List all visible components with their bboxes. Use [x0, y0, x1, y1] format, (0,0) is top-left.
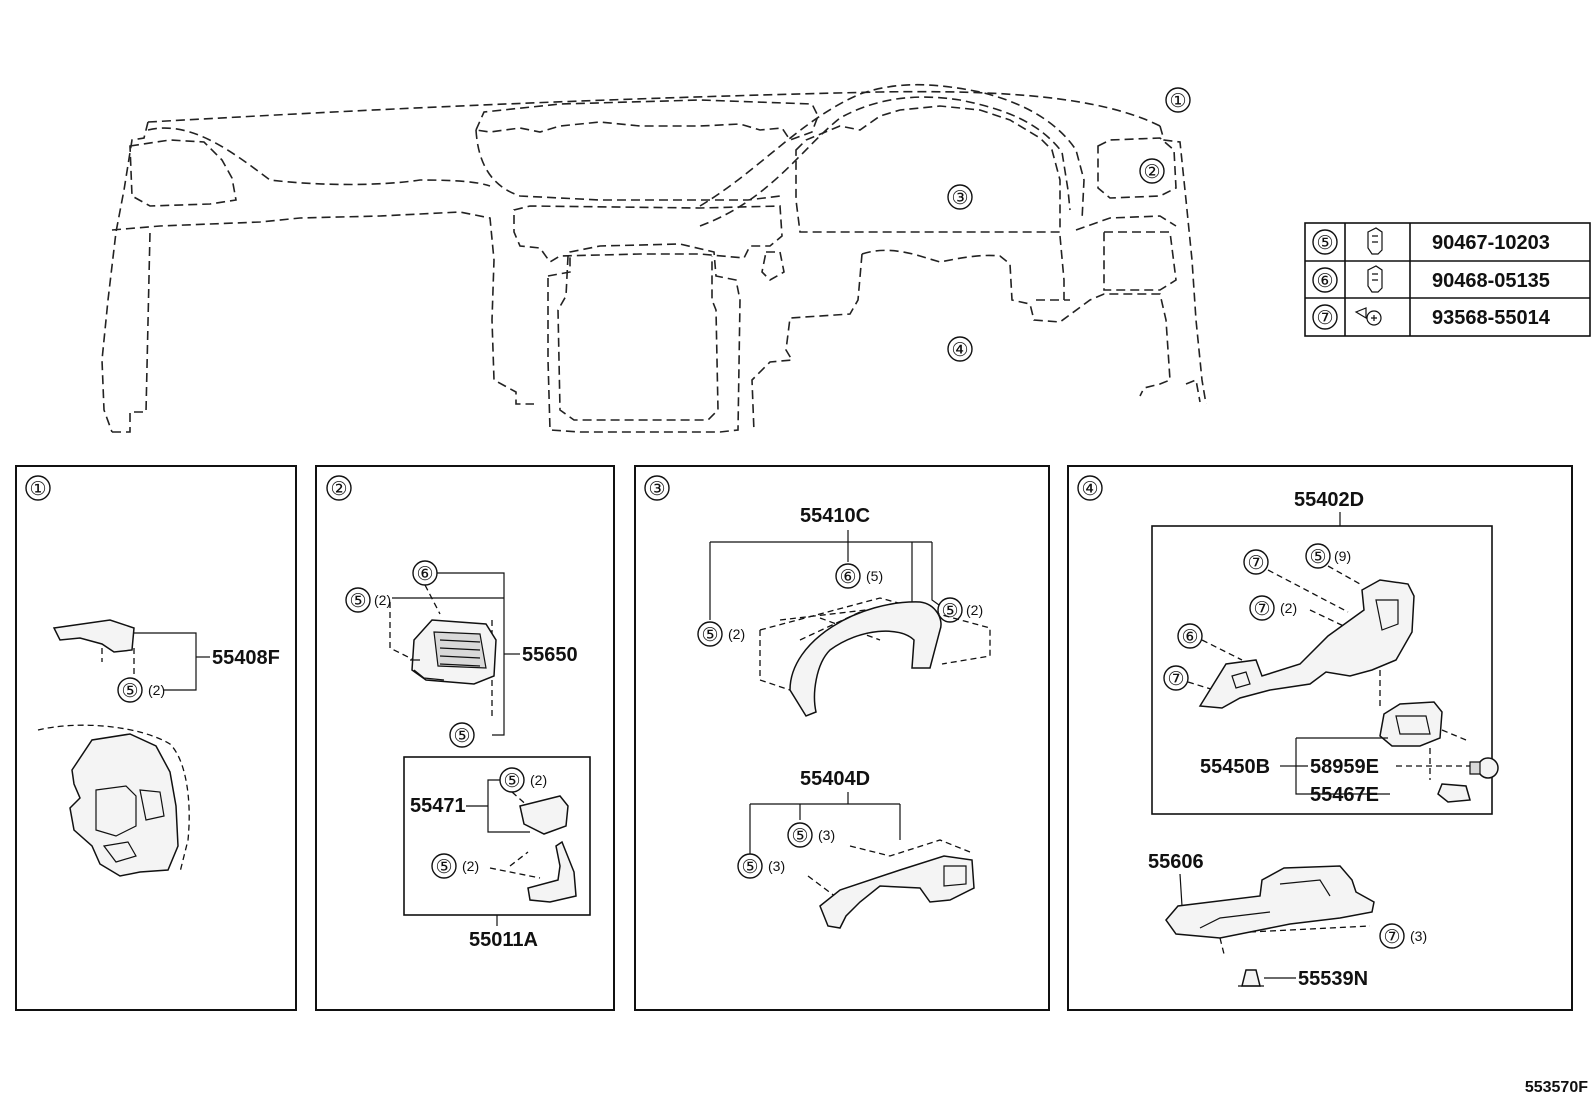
steering-column-lower-cover-part [807, 839, 975, 929]
panel-2: ② ⑥ 55650 ⑤ (2) ⑤ 55471 ⑤ (2) ⑤ [315, 465, 615, 1011]
dashboard-overview [101, 83, 1207, 433]
svg-text:⑤: ⑤ [1316, 233, 1333, 254]
svg-text:②: ② [330, 479, 347, 500]
svg-text:⑥: ⑥ [1181, 627, 1198, 648]
svg-text:⑤: ⑤ [453, 726, 470, 747]
push-clip-part [1238, 969, 1264, 987]
steering-column-upper-cover-part [759, 597, 991, 717]
svg-text:(9): (9) [1334, 548, 1351, 564]
knob-part [1469, 757, 1499, 779]
svg-text:①: ① [29, 479, 46, 500]
clip-icon [1367, 265, 1383, 293]
svg-text:58959E: 58959E [1310, 756, 1379, 778]
svg-text:55410C: 55410C [800, 505, 870, 527]
center-vent-part [410, 619, 497, 685]
vent-cover-part [52, 619, 135, 653]
svg-text:(2): (2) [966, 602, 983, 618]
svg-text:②: ② [1143, 162, 1160, 183]
svg-text:⑤: ⑤ [791, 826, 808, 847]
panel-1: ① 55408F ⑤ (2) [15, 465, 297, 1011]
screw-icon [1354, 307, 1382, 326]
svg-text:(2): (2) [728, 626, 745, 642]
svg-text:90468-05135: 90468-05135 [1432, 270, 1550, 292]
svg-text:55011A: 55011A [469, 929, 538, 951]
svg-text:⑥: ⑥ [839, 567, 856, 588]
trim-panel-part [527, 840, 577, 903]
svg-text:⑦: ⑦ [1383, 927, 1400, 948]
svg-text:(2): (2) [148, 682, 165, 698]
overview-callout-3: ③ [947, 184, 973, 210]
svg-text:⑦: ⑦ [1253, 599, 1270, 620]
svg-text:⑦: ⑦ [1167, 669, 1184, 690]
svg-text:⑥: ⑥ [1316, 271, 1333, 292]
svg-text:55650: 55650 [522, 644, 578, 666]
svg-text:⑤: ⑤ [121, 681, 138, 702]
svg-text:(2): (2) [530, 772, 547, 788]
overview-callout-1: ① [1165, 87, 1191, 113]
switch-cover-part [519, 795, 569, 835]
svg-text:(2): (2) [462, 858, 479, 874]
svg-text:⑤: ⑤ [941, 601, 958, 622]
svg-text:55404D: 55404D [800, 768, 870, 790]
svg-text:⑥: ⑥ [416, 564, 433, 585]
fastener-row-5: ⑤ 90467-10203 [1312, 227, 1550, 255]
svg-text:⑦: ⑦ [1247, 553, 1264, 574]
svg-text:⑤: ⑤ [435, 857, 452, 878]
svg-text:④: ④ [1081, 479, 1098, 500]
under-cover-part [1165, 865, 1375, 955]
overview-callout-4: ④ [947, 336, 973, 362]
svg-text:⑦: ⑦ [1316, 308, 1333, 329]
svg-text:(5): (5) [866, 568, 883, 584]
svg-text:90467-10203: 90467-10203 [1432, 232, 1550, 254]
svg-text:①: ① [1169, 91, 1186, 112]
dashboard-left-section-part [37, 724, 190, 877]
svg-text:⑤: ⑤ [349, 591, 366, 612]
svg-text:55450B: 55450B [1200, 756, 1270, 778]
svg-text:55408F: 55408F [212, 647, 280, 669]
clip-icon [1367, 227, 1383, 255]
svg-text:(2): (2) [1280, 600, 1297, 616]
svg-text:55467E: 55467E [1310, 784, 1379, 806]
svg-text:(3): (3) [1410, 928, 1427, 944]
svg-text:⑤: ⑤ [701, 625, 718, 646]
svg-text:③: ③ [951, 188, 968, 209]
svg-text:55539N: 55539N [1298, 968, 1368, 990]
hood-release-lever-part [1379, 670, 1467, 780]
fastener-table: ⑤ 90467-10203 ⑥ 90468-05135 ⑦ 93568-5501… [1304, 222, 1591, 337]
panel-3: ③ 55410C ⑥ (5) ⑤ (2) ⑤ (2) 55404D ⑤ (3) … [634, 465, 1050, 1011]
svg-text:(3): (3) [768, 858, 785, 874]
clip-part [1437, 783, 1471, 803]
svg-text:④: ④ [951, 340, 968, 361]
svg-text:55471: 55471 [410, 795, 466, 817]
svg-text:55606: 55606 [1148, 851, 1204, 873]
svg-text:⑤: ⑤ [741, 857, 758, 878]
figure-id: 553570F [1525, 1079, 1588, 1096]
svg-text:(2): (2) [374, 592, 391, 608]
lower-panel-part [1198, 579, 1415, 709]
svg-text:(3): (3) [818, 827, 835, 843]
svg-text:93568-55014: 93568-55014 [1432, 307, 1551, 329]
panel-4: ④ 55402D ⑦ ⑤ (9) ⑦ (2) ⑥ ⑦ [1067, 465, 1573, 1011]
svg-text:③: ③ [648, 479, 665, 500]
svg-text:⑤: ⑤ [1309, 547, 1326, 568]
fastener-row-7: ⑦ 93568-55014 [1312, 304, 1551, 330]
svg-text:55402D: 55402D [1294, 489, 1364, 511]
svg-text:⑤: ⑤ [503, 771, 520, 792]
overview-callout-2: ② [1139, 158, 1165, 184]
fastener-row-6: ⑥ 90468-05135 [1312, 265, 1550, 293]
